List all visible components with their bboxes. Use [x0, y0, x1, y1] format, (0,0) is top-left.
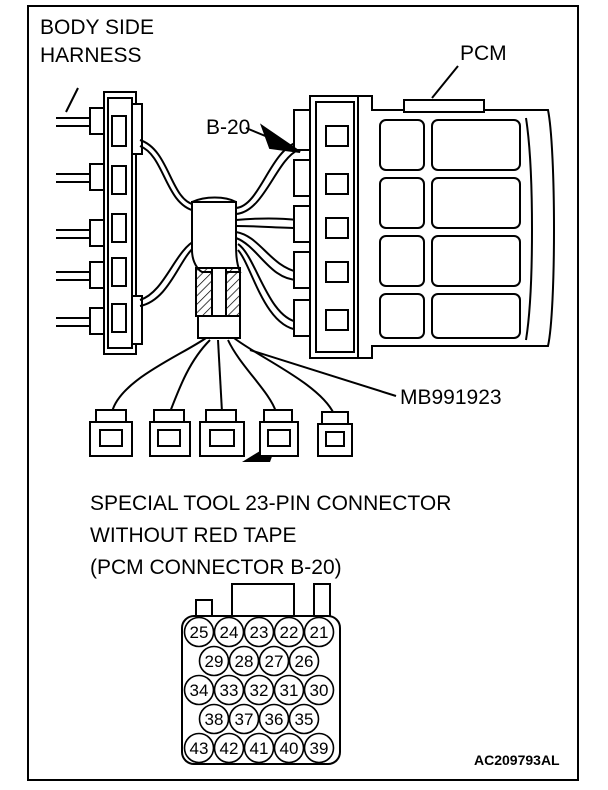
pin-circle — [198, 645, 230, 677]
pin-number: 29 — [205, 652, 224, 671]
pin-circle — [303, 616, 335, 648]
pin-number: 30 — [310, 681, 329, 700]
pcm-body — [357, 95, 555, 359]
pin-circle — [183, 732, 215, 764]
pin-number: 21 — [310, 623, 329, 642]
figure-border — [27, 5, 579, 781]
harness-wires-left — [139, 139, 197, 307]
pin-number: 41 — [250, 739, 269, 758]
pin-circle — [243, 674, 275, 706]
pin-circle — [288, 645, 320, 677]
pin-circle — [258, 703, 290, 735]
pin-circle — [273, 616, 305, 648]
pin-circle — [213, 732, 245, 764]
b20-arrow — [259, 123, 301, 153]
pin-circle — [303, 674, 335, 706]
pin-number: 40 — [280, 739, 299, 758]
figure-id-label: AC209793AL — [474, 752, 560, 768]
pin-number: 32 — [250, 681, 269, 700]
body-side-harness-connector — [56, 91, 143, 355]
pin-number: 26 — [295, 652, 314, 671]
leaders — [65, 65, 459, 397]
pin-number: 24 — [220, 623, 239, 642]
caption-line3: (PCM CONNECTOR B-20) — [90, 556, 342, 579]
pin-number: 42 — [220, 739, 239, 758]
body-side-harness-label-line2: HARNESS — [40, 44, 142, 67]
pin-number: 36 — [265, 710, 284, 729]
pin-circle — [273, 674, 305, 706]
pin-circle — [213, 674, 245, 706]
pin-circle — [213, 616, 245, 648]
pin-number: 37 — [235, 710, 254, 729]
pin-number: 33 — [220, 681, 239, 700]
pin-circle — [183, 616, 215, 648]
pin-circle — [243, 732, 275, 764]
pin-number: 25 — [190, 623, 209, 642]
pin-circle — [273, 732, 305, 764]
pin-number: 22 — [280, 623, 299, 642]
pin-circle — [288, 703, 320, 735]
tool-connectors — [89, 409, 353, 457]
pin-number: 39 — [310, 739, 329, 758]
caption-line2: WITHOUT RED TAPE — [90, 524, 297, 547]
pin-number: 38 — [205, 710, 224, 729]
pin-number: 31 — [280, 681, 299, 700]
body-side-harness-label-line1: BODY SIDE — [40, 16, 154, 39]
pin-number: 27 — [265, 652, 284, 671]
pin-circle — [303, 732, 335, 764]
tool-label: MB991923 — [400, 386, 502, 409]
pin-grid: 25 24 23 22 21 29 28 27 26 34 33 32 31 30 38 37 36 35 43 42… — [183, 616, 335, 764]
caption-line1: SPECIAL TOOL 23-PIN CONNECTOR — [90, 492, 452, 515]
pin-circle — [228, 645, 260, 677]
harness-wires-right — [235, 141, 299, 331]
pin-number: 28 — [235, 652, 254, 671]
pin-circle — [183, 674, 215, 706]
pin-circle — [198, 703, 230, 735]
tool-wires-down — [111, 337, 335, 415]
pin-circle — [243, 616, 275, 648]
pin-number: 35 — [295, 710, 314, 729]
pin-circle — [258, 645, 290, 677]
pin-circle — [228, 703, 260, 735]
pcm-connector — [293, 95, 361, 359]
pin-number: 23 — [250, 623, 269, 642]
connector-ref-label: B-20 — [206, 116, 251, 139]
pcm-label: PCM — [460, 42, 507, 65]
pin-number: 43 — [190, 739, 209, 758]
pin-number: 34 — [190, 681, 209, 700]
tool-mb991923 — [191, 196, 242, 339]
